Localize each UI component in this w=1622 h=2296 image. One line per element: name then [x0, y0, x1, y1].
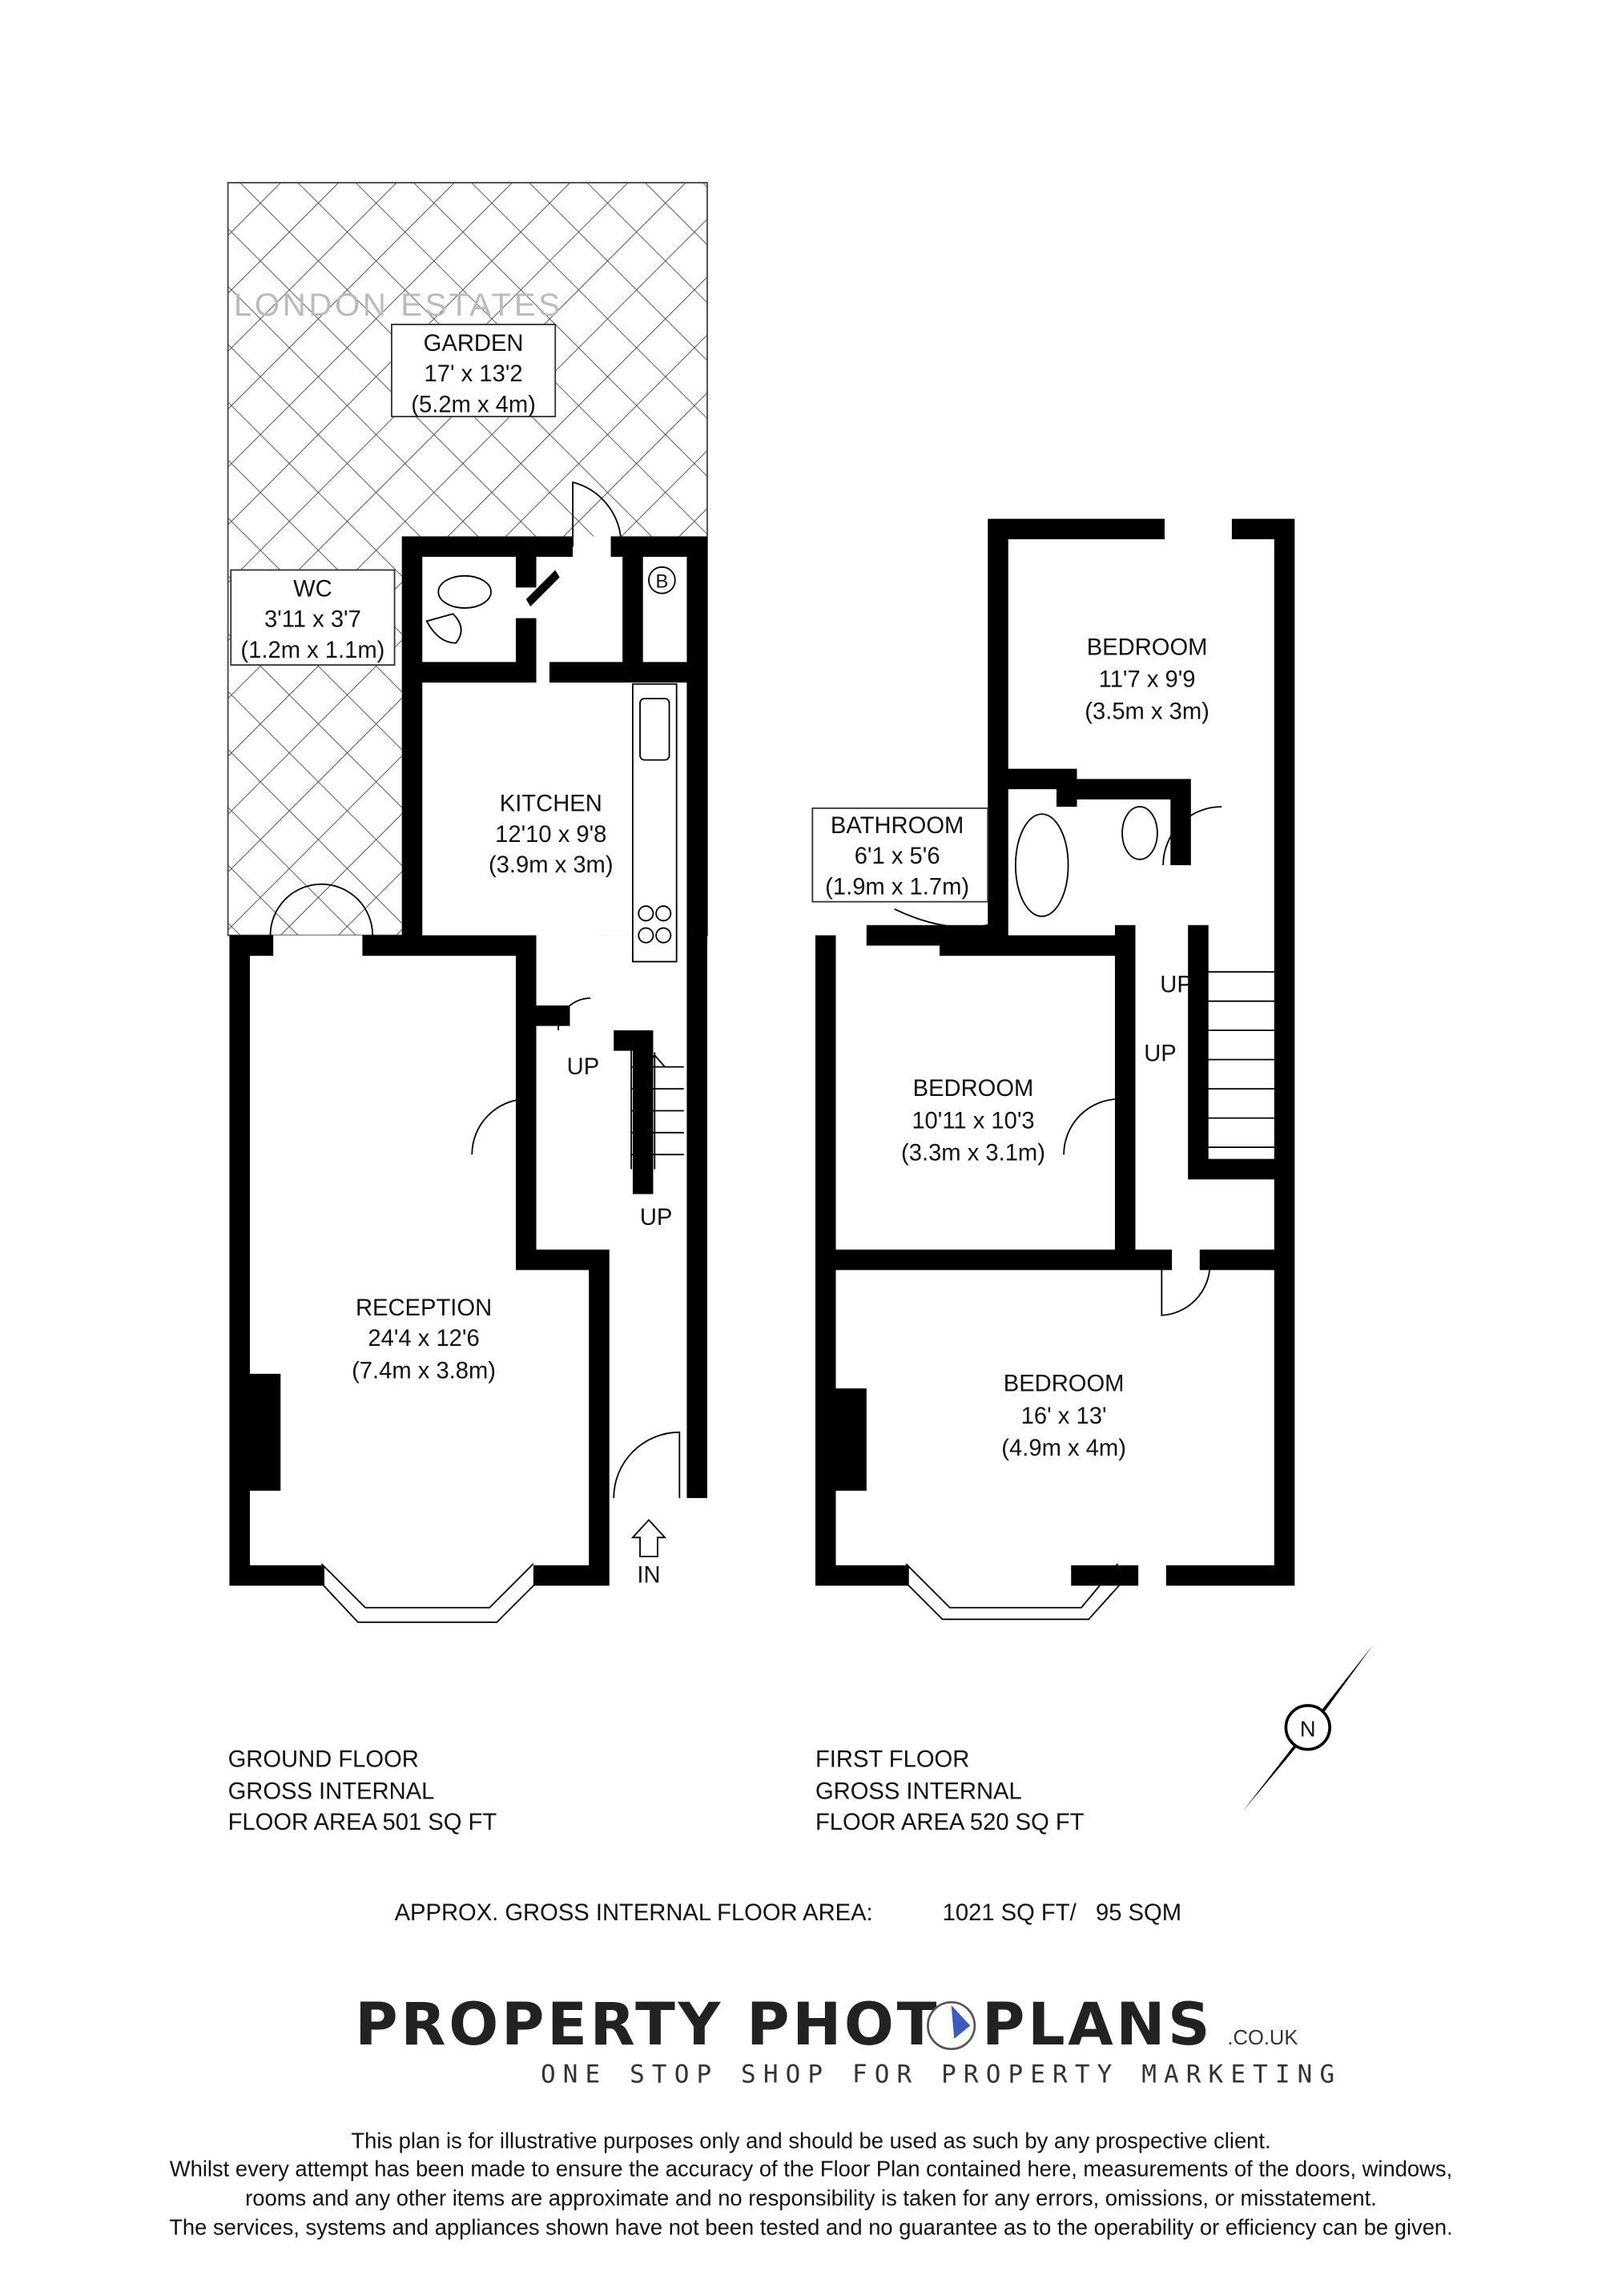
- svg-text:GARDEN: GARDEN: [424, 331, 524, 356]
- room-label-kitchen: KITCHEN 12'10 x 9'8 (3.9m x 3m): [489, 791, 614, 878]
- room-label-bedroom-front: BEDROOM 16' x 13' (4.9m x 4m): [1001, 1372, 1126, 1461]
- first-floor-summary: FIRST FLOOR GROSS INTERNAL FLOOR AREA 52…: [815, 1747, 1085, 1835]
- room-label-wc: WC 3'11 x 3'7 (1.2m x 1.1m): [230, 569, 396, 666]
- svg-text:10'11 x 10'3: 10'11 x 10'3: [912, 1108, 1034, 1134]
- svg-text:17' x 13'2: 17' x 13'2: [425, 361, 523, 387]
- svg-text:(1.2m x 1.1m): (1.2m x 1.1m): [240, 638, 384, 663]
- svg-text:(1.9m x 1.7m): (1.9m x 1.7m): [825, 874, 969, 900]
- svg-text:BEDROOM: BEDROOM: [1004, 1372, 1125, 1397]
- svg-text:BATHROOM: BATHROOM: [831, 813, 964, 839]
- stairs-up-label: UP: [1144, 1041, 1177, 1066]
- svg-text:KITCHEN: KITCHEN: [500, 791, 602, 816]
- room-label-bedroom-rear: BEDROOM 11'7 x 9'9 (3.5m x 3m): [1085, 634, 1209, 724]
- stairs-up-label: UP: [1160, 973, 1193, 998]
- svg-text:WC: WC: [293, 576, 332, 602]
- svg-text:N: N: [1300, 1716, 1316, 1741]
- svg-text:BEDROOM: BEDROOM: [913, 1076, 1034, 1102]
- ground-floor-plan: LONDON ESTATES B GARDEN 17' x 13'2 (5.2m…: [227, 182, 708, 1623]
- company-logo: PROPERTY PHOT PLANS .CO.UK ONE STOP SHOP…: [355, 1991, 1342, 2089]
- svg-text:PROPERTY PHOT: PROPERTY PHOT: [355, 1991, 940, 2059]
- svg-text:12'10 x 9'8: 12'10 x 9'8: [495, 822, 606, 848]
- stairs-up-label: UP: [640, 1205, 673, 1231]
- watermark: LONDON ESTATES: [234, 287, 563, 323]
- svg-text:RECEPTION: RECEPTION: [356, 1295, 492, 1321]
- svg-text:GROUND FLOOR: GROUND FLOOR: [228, 1747, 419, 1773]
- room-label-reception: RECEPTION 24'4 x 12'6 (7.4m x 3.8m): [352, 1295, 496, 1384]
- svg-text:.CO.UK: .CO.UK: [1227, 2027, 1298, 2049]
- svg-text:GROSS INTERNAL: GROSS INTERNAL: [228, 1779, 435, 1805]
- compass-icon: N: [1242, 1644, 1374, 1813]
- first-floor-plan: BEDROOM 11'7 x 9'9 (3.5m x 3m) BATHROOM …: [811, 518, 1295, 1621]
- stairs-up-label: UP: [567, 1054, 600, 1080]
- svg-text:3'11 x 3'7: 3'11 x 3'7: [264, 607, 361, 633]
- svg-text:FLOOR AREA 520 SQ FT: FLOOR AREA 520 SQ FT: [815, 1810, 1085, 1835]
- svg-text:FLOOR AREA 501 SQ FT: FLOOR AREA 501 SQ FT: [228, 1810, 497, 1835]
- svg-text:GROSS INTERNAL: GROSS INTERNAL: [815, 1779, 1022, 1805]
- svg-text:FIRST FLOOR: FIRST FLOOR: [815, 1747, 969, 1773]
- total-area-label: APPROX. GROSS INTERNAL FLOOR AREA:: [395, 1900, 873, 1926]
- svg-text:ONE STOP SHOP FOR PROPERTY MAR: ONE STOP SHOP FOR PROPERTY MARKETING: [541, 2060, 1342, 2089]
- svg-text:B: B: [656, 571, 669, 592]
- svg-text:The services, systems and appl: The services, systems and appliances sho…: [169, 2214, 1453, 2239]
- svg-text:(3.9m x 3m): (3.9m x 3m): [489, 852, 614, 878]
- disclaimer: This plan is for illustrative purposes o…: [169, 2129, 1453, 2240]
- room-label-bedroom-middle: BEDROOM 10'11 x 10'3 (3.3m x 3.1m): [901, 1076, 1045, 1166]
- svg-text:24'4 x 12'6: 24'4 x 12'6: [368, 1326, 479, 1351]
- entrance-arrow-icon: [630, 1518, 667, 1557]
- svg-text:16' x 13': 16' x 13': [1021, 1404, 1107, 1429]
- room-label-garden: GARDEN 17' x 13'2 (5.2m x 4m): [391, 324, 557, 417]
- rear-extension-walls: [401, 536, 707, 1509]
- first-floor-walls: [815, 518, 1295, 1586]
- svg-text:BEDROOM: BEDROOM: [1087, 634, 1208, 660]
- ground-stairs: [630, 1040, 684, 1170]
- svg-text:(5.2m x 4m): (5.2m x 4m): [411, 392, 536, 417]
- svg-text:(4.9m x 4m): (4.9m x 4m): [1001, 1436, 1126, 1461]
- reception-walls: [229, 935, 654, 1586]
- svg-text:This plan is for illustrative: This plan is for illustrative purposes o…: [351, 2129, 1270, 2153]
- room-label-bathroom: BATHROOM 6'1 x 5'6 (1.9m x 1.7m): [811, 807, 989, 903]
- svg-text:6'1 x 5'6: 6'1 x 5'6: [855, 844, 940, 869]
- svg-text:11'7 x 9'9: 11'7 x 9'9: [1099, 667, 1196, 692]
- svg-text:(3.3m x 3.1m): (3.3m x 3.1m): [901, 1141, 1045, 1166]
- svg-text:(7.4m x 3.8m): (7.4m x 3.8m): [352, 1358, 496, 1384]
- boiler-marker: [648, 566, 676, 594]
- svg-text:Whilst every attempt has been: Whilst every attempt has been made to en…: [170, 2156, 1452, 2181]
- total-area-value: 1021 SQ FT/ 95 SQM: [943, 1900, 1181, 1926]
- svg-text:(3.5m x 3m): (3.5m x 3m): [1085, 699, 1209, 725]
- svg-text:rooms and any other items are: rooms and any other items are approximat…: [245, 2185, 1377, 2210]
- ground-floor-summary: GROUND FLOOR GROSS INTERNAL FLOOR AREA 5…: [228, 1747, 497, 1835]
- entrance-label: IN: [637, 1563, 660, 1589]
- svg-text:PLANS: PLANS: [982, 1991, 1213, 2059]
